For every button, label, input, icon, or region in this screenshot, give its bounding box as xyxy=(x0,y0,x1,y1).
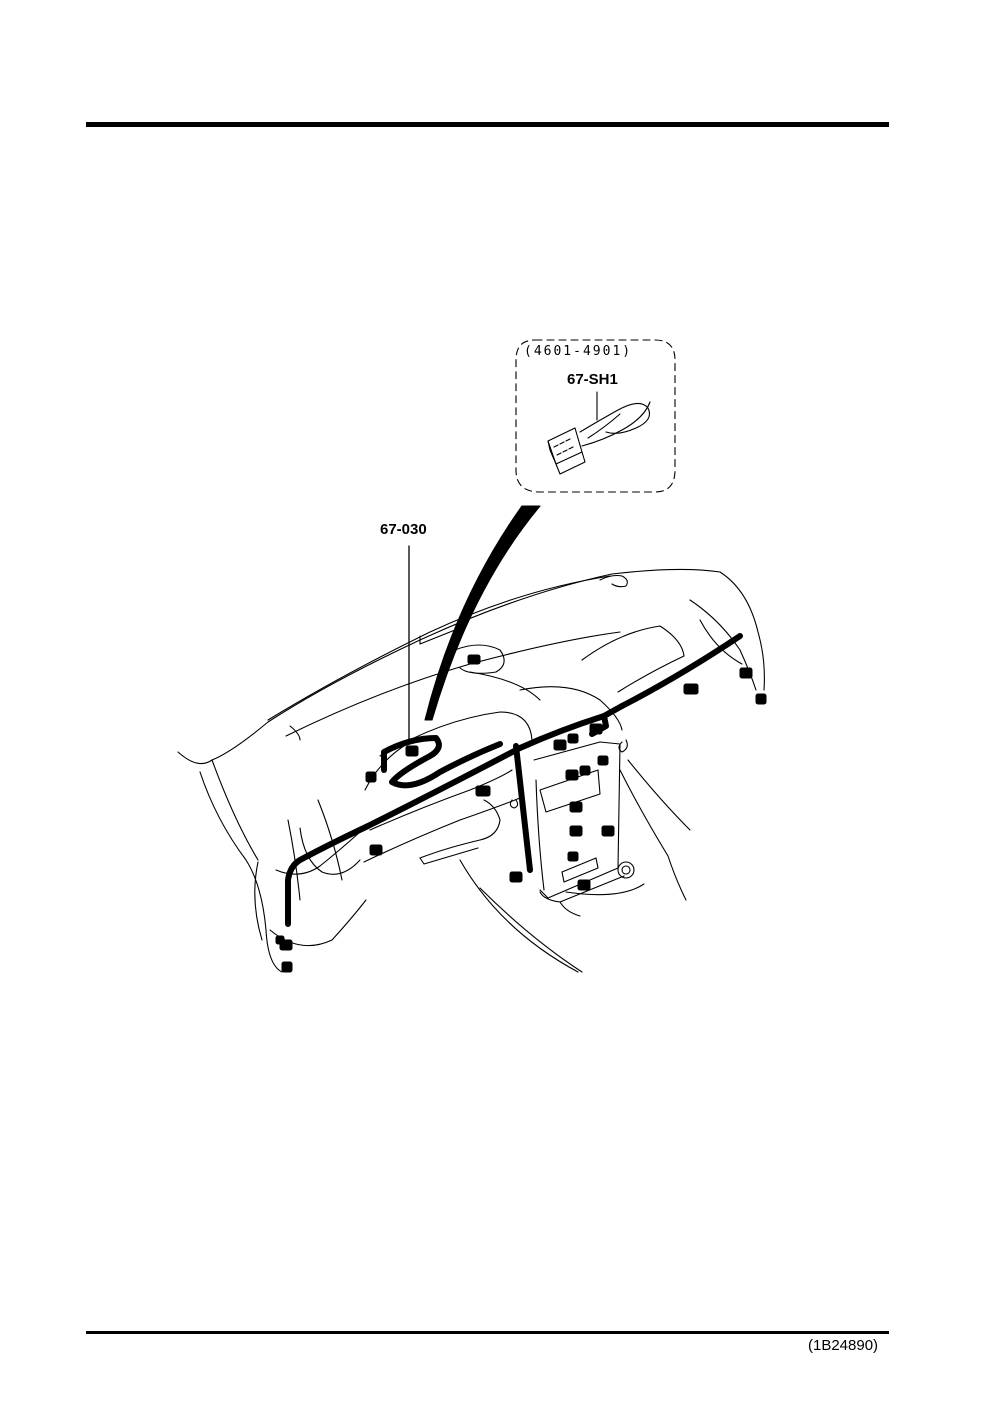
main-harness xyxy=(285,633,743,927)
top-rule xyxy=(86,122,889,127)
inset-leader xyxy=(424,505,541,721)
inset-part-code: 67-SH1 xyxy=(567,371,618,388)
bottom-rule xyxy=(86,1331,889,1334)
connectors xyxy=(275,654,767,973)
inset-frame xyxy=(515,339,676,493)
harness-part-label: 67-030 xyxy=(380,521,427,538)
inset-connector-illustration xyxy=(547,391,651,475)
inset-serial-range: (4601-4901) xyxy=(524,344,633,359)
reference-code: (1B24890) xyxy=(808,1337,879,1354)
